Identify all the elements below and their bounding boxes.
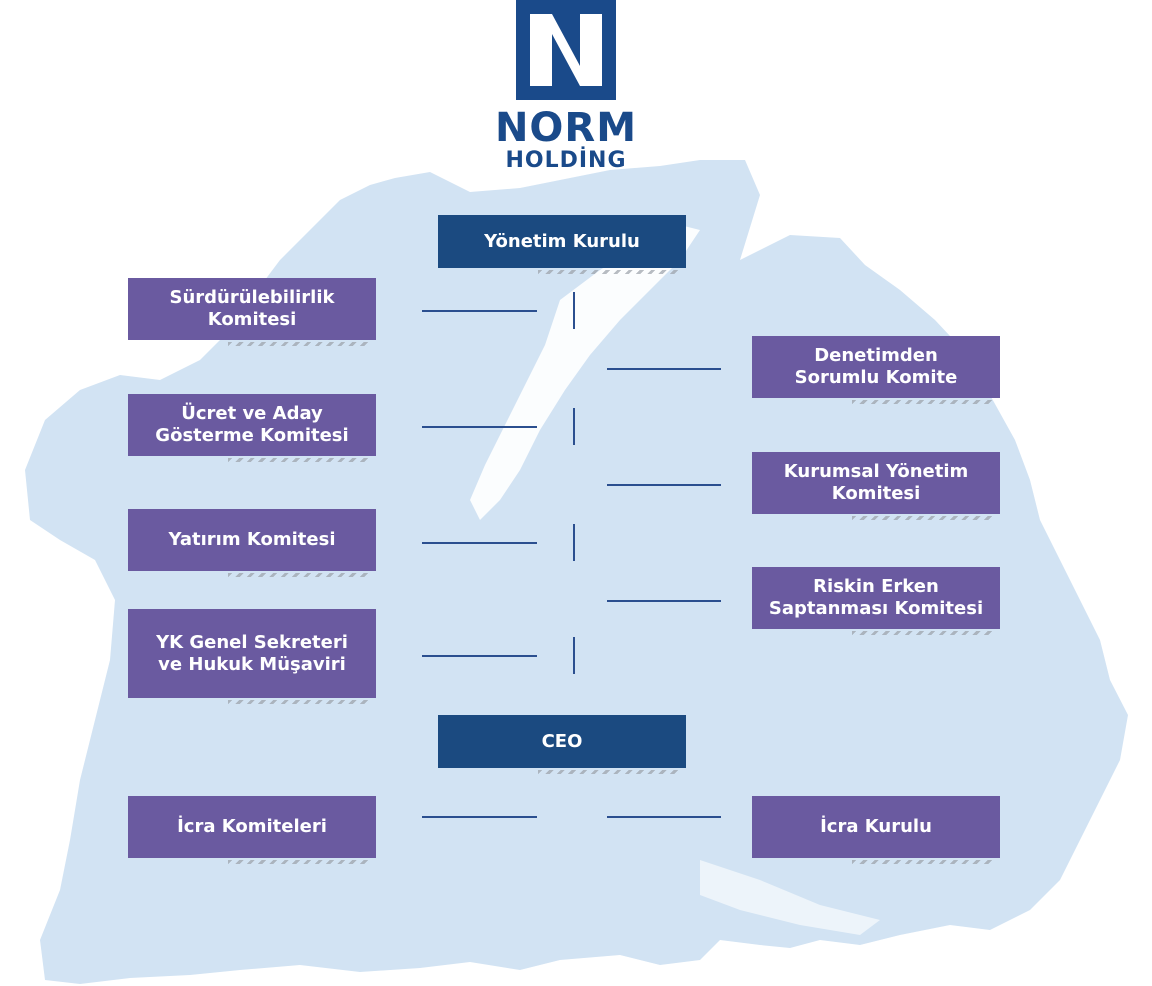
node-ucret-aday-gosterme-komitesi: Ücret ve Aday Gösterme Komitesi (128, 394, 376, 462)
norm-n-monogram-icon (516, 0, 616, 100)
node-icra-komiteleri: İcra Komiteleri (128, 796, 376, 864)
connector-line (607, 368, 721, 370)
node-yatirim-komitesi: Yatırım Komitesi (128, 509, 376, 577)
logo-word-norm: NORM (494, 105, 638, 151)
node-yonetim-kurulu: Yönetim Kurulu (438, 215, 686, 274)
norm-holding-logo: NORM HOLDİNG (486, 0, 646, 180)
node-icra-kurulu: İcra Kurulu (752, 796, 1000, 864)
connector-line (607, 484, 721, 486)
connector-line (607, 816, 721, 818)
connector-line (573, 524, 575, 561)
connector-line (422, 542, 537, 544)
node-surdurulebilirlik-komitesi: Sürdürülebilirlik Komitesi (128, 278, 376, 346)
node-yk-genel-sekreteri: YK Genel Sekreteri ve Hukuk Müşaviri (128, 609, 376, 704)
node-kurumsal-yonetim-komitesi: Kurumsal Yönetim Komitesi (752, 452, 1000, 520)
node-denetimden-sorumlu-komite: Denetimden Sorumlu Komite (752, 336, 1000, 404)
connector-line (422, 310, 537, 312)
node-riskin-erken-saptanmasi-komitesi: Riskin Erken Saptanması Komitesi (752, 567, 1000, 635)
connector-line (422, 816, 537, 818)
connector-line (607, 600, 721, 602)
connector-line (422, 426, 537, 428)
connector-line (422, 655, 537, 657)
connector-line (573, 637, 575, 674)
logo-word-holding: HOLDİNG (505, 148, 627, 173)
connector-line (573, 408, 575, 445)
connector-line (573, 292, 575, 329)
node-ceo: CEO (438, 715, 686, 774)
